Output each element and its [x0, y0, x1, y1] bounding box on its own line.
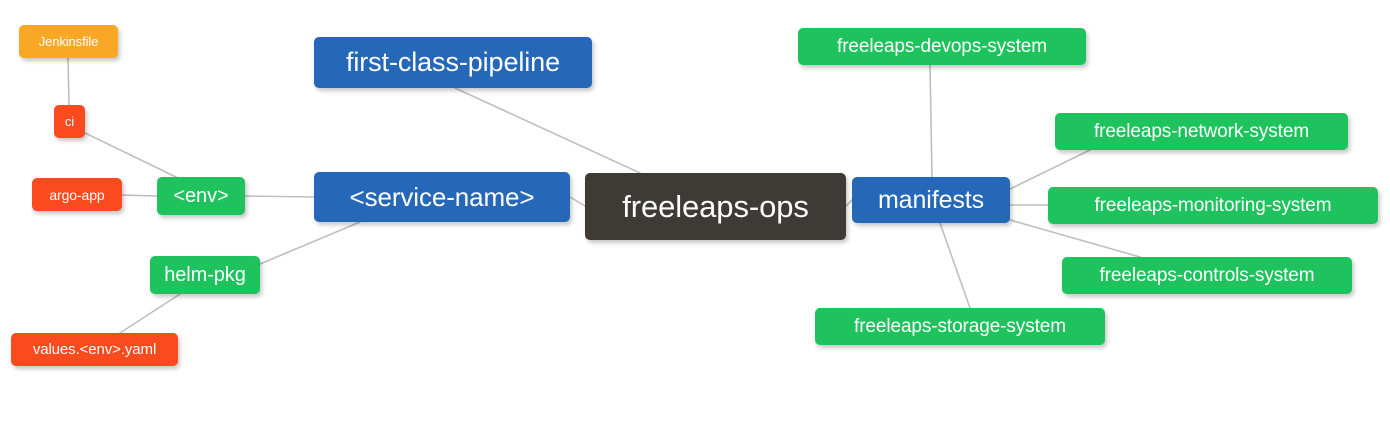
edge-root-to-pipeline: [454, 87, 641, 174]
edge-manifests-to-storage: [939, 222, 971, 309]
edge-helm-pkg-to-values-yaml: [119, 293, 181, 334]
mindmap-node-argo-app[interactable]: argo-app: [32, 178, 122, 211]
edge-manifests-to-network: [1009, 149, 1091, 190]
edge-manifests-to-devops: [929, 64, 933, 178]
mindmap-node-network[interactable]: freeleaps-network-system: [1055, 113, 1348, 150]
mindmap-node-root[interactable]: freeleaps-ops: [585, 173, 846, 240]
mindmap-node-values-yaml[interactable]: values.<env>.yaml: [11, 333, 178, 366]
edge-ci-to-jenkinsfile: [67, 57, 70, 106]
edge-env-to-argo-app: [121, 194, 158, 197]
mindmap-node-env[interactable]: <env>: [157, 177, 245, 215]
edge-service-name-to-env: [244, 195, 315, 198]
mindmap-node-devops[interactable]: freeleaps-devops-system: [798, 28, 1086, 65]
mindmap-node-helm-pkg[interactable]: helm-pkg: [150, 256, 260, 294]
edge-env-to-ci: [84, 132, 177, 178]
mindmap-node-pipeline[interactable]: first-class-pipeline: [314, 37, 592, 88]
mindmap-node-controls[interactable]: freeleaps-controls-system: [1062, 257, 1352, 294]
mindmap-node-monitoring[interactable]: freeleaps-monitoring-system: [1048, 187, 1378, 224]
mindmap-node-storage[interactable]: freeleaps-storage-system: [815, 308, 1105, 345]
mindmap-node-ci[interactable]: ci: [54, 105, 85, 138]
mindmap-node-jenkinsfile[interactable]: Jenkinsfile: [19, 25, 118, 58]
edge-service-name-to-helm-pkg: [259, 221, 361, 265]
mindmap-node-manifests[interactable]: manifests: [852, 177, 1010, 223]
mindmap-node-service-name[interactable]: <service-name>: [314, 172, 570, 222]
edge-manifests-to-controls: [1009, 219, 1141, 258]
edge-root-to-service-name: [569, 196, 586, 207]
